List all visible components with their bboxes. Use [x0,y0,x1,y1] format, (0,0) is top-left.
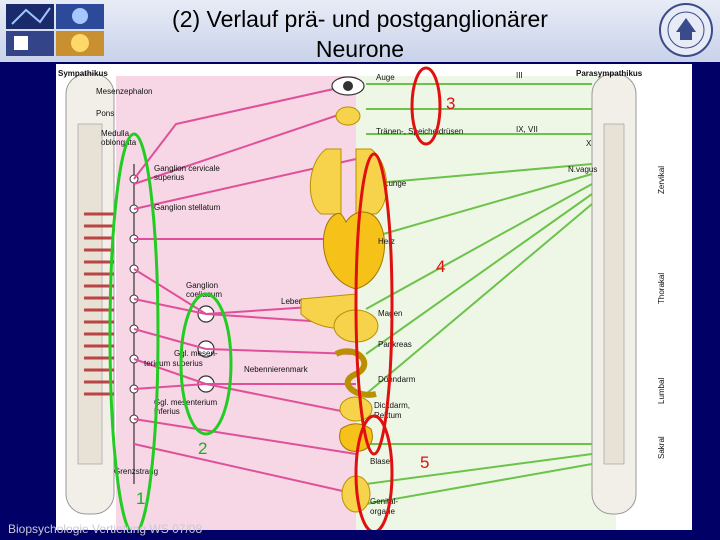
logo-collage-icon [6,4,104,56]
label-dickdarm: Dickdarm, [374,401,410,410]
label-inferius: inferius [154,407,180,416]
highlight-ellipse-3 [410,66,442,146]
label-herz: Herz [378,237,395,246]
nervous-system-diagram: Sympathikus Parasympathikus Mesenzephalo… [58,66,666,536]
right-header: Parasympathikus [576,69,643,78]
label-nebennierenmark: Nebennierenmark [244,365,309,374]
label-blase: Blase [370,457,391,466]
label-mesentericum: Ggl. mesen- [174,349,218,358]
label-pankreas: Pankreas [378,340,412,349]
gland-icon [335,106,361,126]
label-mesenzephalon: Mesenzephalon [96,87,152,96]
label-thorakal: Thorakal [657,273,666,304]
university-seal-icon [659,3,713,57]
label-rektum: Rektum [374,411,402,420]
slide-title-line1: (2) Verlauf prä- und postganglionärer [172,6,548,32]
label-cranial-x: X [586,139,592,148]
label-genital: Genital- [370,497,398,506]
eye-icon [331,76,365,96]
label-pons: Pons [96,109,114,118]
annotation-2: 2 [198,439,207,458]
heart-icon [323,211,385,290]
label-sakral: Sakral [657,436,666,459]
highlight-ellipse-2 [179,292,233,436]
annotation-3: 3 [446,94,455,113]
left-header: Sympathikus [58,69,108,78]
annotation-4: 4 [436,257,445,276]
label-medulla: Medulla [101,129,130,138]
slide-title: (2) Verlauf prä- und postganglionärer Ne… [110,4,610,64]
highlight-ellipse-4 [354,152,394,456]
label-lumbal: Lumbal [657,378,666,404]
label-cranial-ix-vii: IX, VII [516,125,538,134]
label-lunge: Lunge [384,179,407,188]
label-superius: superius [154,173,184,182]
diagram-panel: Sympathikus Parasympathikus Mesenzephalo… [56,64,692,536]
slide-title-line2: Neurone [315,36,405,62]
rectum-icon [339,396,373,422]
label-leber: Leber [281,297,302,306]
label-oblongata: oblongata [101,138,137,147]
label-n-vagus: N.vagus [568,165,597,174]
label-zervikal: Zervikal [657,166,666,194]
header-strip [0,0,720,62]
label-organe: organe [370,507,395,516]
annotation-1: 1 [136,489,145,508]
label-duenndarm: Dünndarm [378,375,416,384]
annotation-5: 5 [420,453,429,472]
label-auge: Auge [376,73,395,82]
label-traenendruesen: Tränen-, Speicheldrüsen [376,127,463,136]
label-ganglion-cervicale: Ganglion cervicale [154,164,220,173]
label-magen: Magen [378,309,402,318]
slide-footer: Biopsychologie Vertiefung WS 07/08 [8,522,203,536]
label-grenzstrang: Grenzstrang [114,467,158,476]
label-cranial-iii: III [516,71,523,80]
label-ganglion: Ganglion [186,281,218,290]
label-tericum-superius: tericum superius [144,359,203,368]
label-ganglion-stellatum: Ganglion stellatum [154,203,221,212]
